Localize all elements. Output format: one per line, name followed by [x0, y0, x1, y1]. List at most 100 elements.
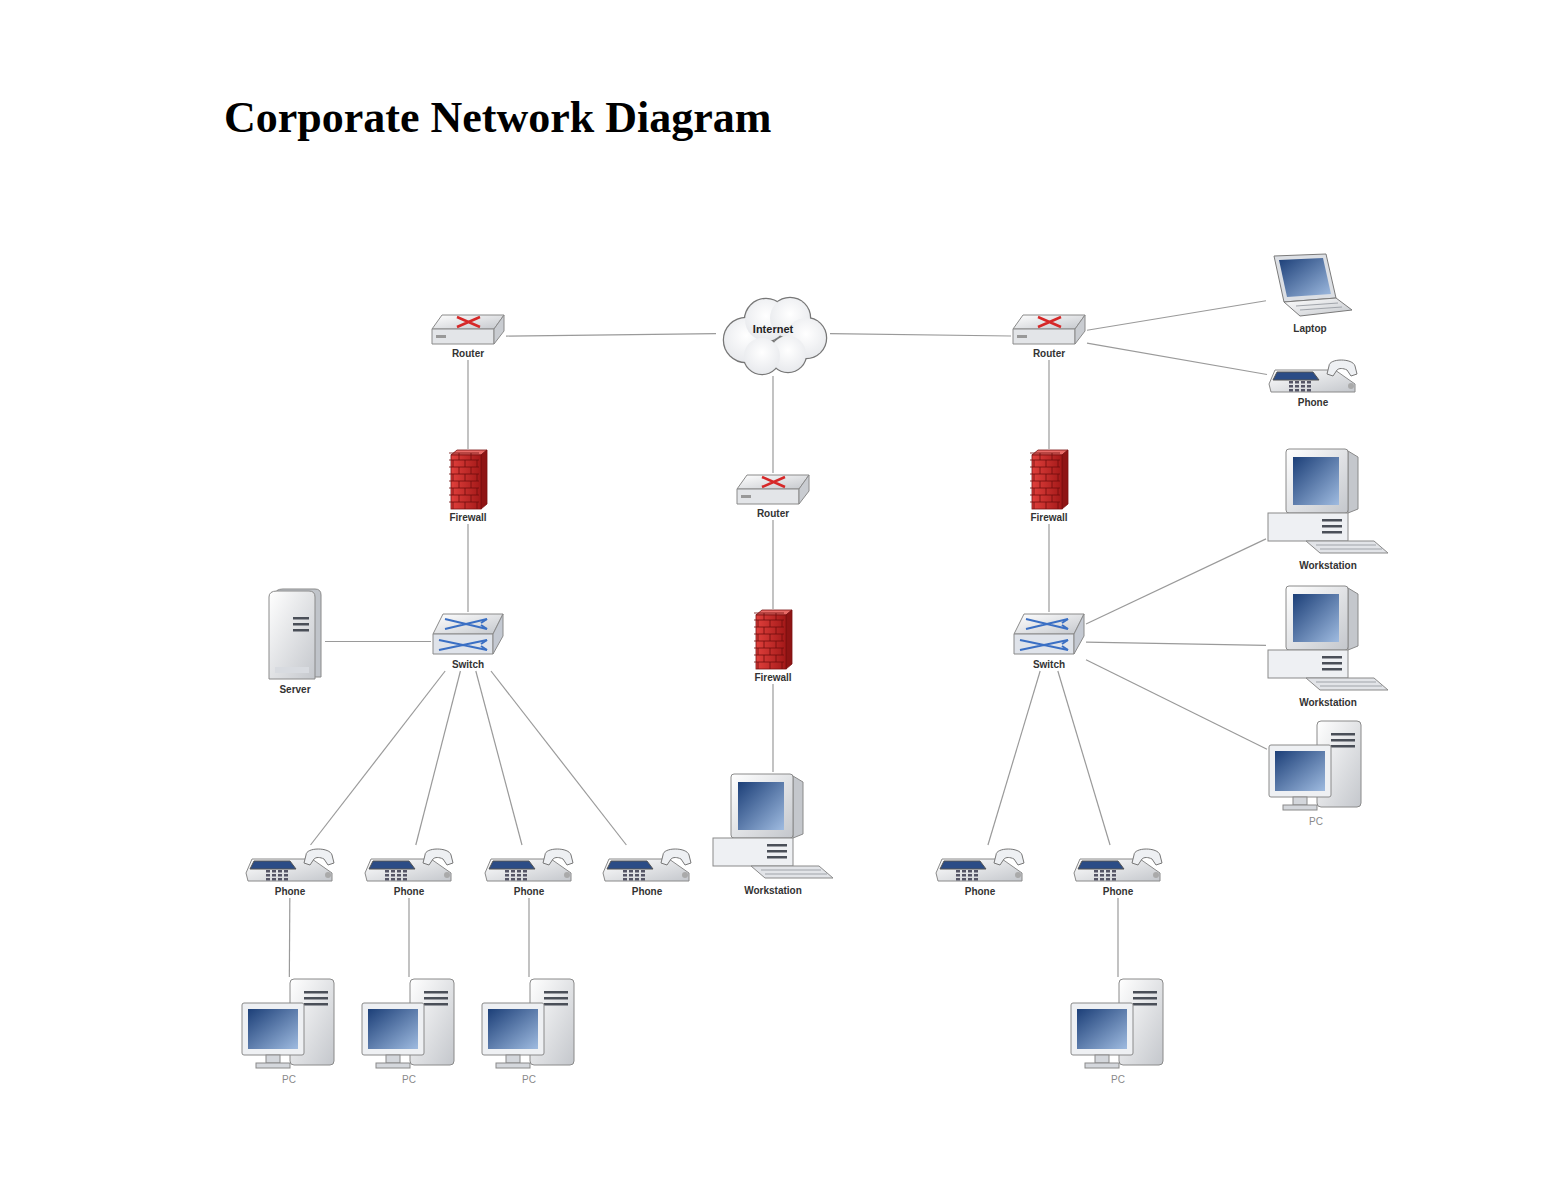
icon-shape [424, 1003, 448, 1006]
icon-shape [1316, 545, 1382, 549]
icon-shape [391, 870, 395, 873]
icon-shape [782, 620, 783, 627]
firewall-node: Firewall [1028, 449, 1070, 524]
icon-shape [481, 619, 487, 650]
icon-shape [1058, 488, 1059, 495]
device-label: Phone [965, 886, 996, 898]
network-link [1087, 301, 1266, 330]
icon-shape [1307, 381, 1311, 384]
phone-node: Phone [934, 845, 1026, 898]
icon-shape [1266, 252, 1354, 322]
icon-shape [465, 474, 466, 481]
icon-shape [1293, 457, 1339, 505]
icon-shape [786, 610, 792, 669]
icon-shape [956, 874, 960, 877]
router-node: Router [430, 313, 506, 360]
icon-shape [391, 878, 395, 881]
network-link [311, 671, 446, 845]
icon-shape [737, 489, 799, 504]
icon-shape [304, 1003, 328, 1006]
icon-shape [483, 845, 575, 885]
switch-node: Switch [431, 612, 505, 671]
icon-shape [511, 878, 515, 881]
icon-shape [1028, 449, 1070, 511]
icon-shape [793, 776, 803, 838]
icon-shape [758, 634, 759, 641]
icon-shape [424, 991, 448, 994]
firewall-icon [752, 609, 794, 671]
icon-shape [1058, 502, 1059, 509]
icon-shape [713, 838, 793, 866]
router-icon [1011, 313, 1087, 347]
icon-shape [1112, 870, 1116, 873]
icon-shape [956, 870, 960, 873]
icon-shape [962, 878, 966, 881]
icon-shape [385, 878, 389, 881]
icon-shape [1266, 447, 1390, 559]
icon-shape [623, 878, 627, 881]
icon-shape [459, 495, 460, 502]
icon-shape [517, 870, 521, 873]
icon-shape [1307, 385, 1311, 388]
icon-shape [465, 502, 466, 509]
icon-shape [517, 878, 521, 881]
phone-node: Phone [363, 845, 455, 898]
icon-shape [1011, 313, 1087, 347]
icon-shape [564, 872, 570, 878]
icon-shape [1017, 335, 1027, 338]
icon-shape [741, 495, 751, 498]
device-label: Firewall [754, 672, 791, 684]
icon-shape [756, 615, 786, 669]
icon-shape [1040, 453, 1041, 460]
icon-shape [635, 870, 639, 873]
icon-shape [1322, 531, 1342, 534]
workstation-icon [1266, 447, 1390, 559]
device-label: Internet [753, 323, 793, 335]
icon-shape [471, 467, 472, 474]
icon-shape [761, 870, 827, 874]
icon-shape [449, 495, 479, 496]
icon-shape [391, 874, 395, 877]
icon-shape [457, 317, 480, 327]
icon-shape [459, 481, 460, 488]
device-label: PC [402, 1074, 416, 1086]
icon-shape [1052, 481, 1053, 488]
icon-shape [269, 591, 315, 679]
icon-shape [767, 856, 787, 859]
icon-shape [293, 623, 309, 626]
icon-shape [256, 1063, 290, 1068]
icon-shape [799, 475, 809, 504]
icon-shape [511, 874, 515, 877]
network-link [772, 684, 773, 772]
router-node: Router [735, 473, 811, 520]
icon-shape [1307, 389, 1311, 392]
icon-shape [1331, 745, 1355, 748]
pc-icon [360, 977, 458, 1073]
icon-shape [376, 1063, 410, 1068]
icon-shape [403, 878, 407, 881]
pc-node: PC [1069, 977, 1167, 1086]
icon-shape [1133, 997, 1157, 1000]
icon-shape [754, 627, 784, 628]
icon-shape [776, 641, 777, 648]
icon-shape [1034, 502, 1035, 509]
network-link [1086, 660, 1267, 749]
pc-icon [240, 977, 338, 1073]
icon-shape [764, 641, 765, 648]
icon-shape [1295, 385, 1299, 388]
icon-shape [496, 1063, 530, 1068]
icon-shape [754, 634, 784, 635]
icon-shape [1301, 381, 1305, 384]
device-label: Phone [394, 886, 425, 898]
device-label: PC [1309, 816, 1323, 828]
icon-shape [385, 874, 389, 877]
icon-shape [1062, 450, 1068, 509]
device-label: Firewall [1030, 512, 1067, 524]
icon-shape [403, 870, 407, 873]
icon-shape [278, 878, 282, 881]
icon-shape [1331, 733, 1355, 736]
icon-shape [1078, 861, 1124, 869]
icon-shape [1046, 502, 1047, 509]
device-label: Phone [514, 886, 545, 898]
network-link [416, 671, 461, 845]
